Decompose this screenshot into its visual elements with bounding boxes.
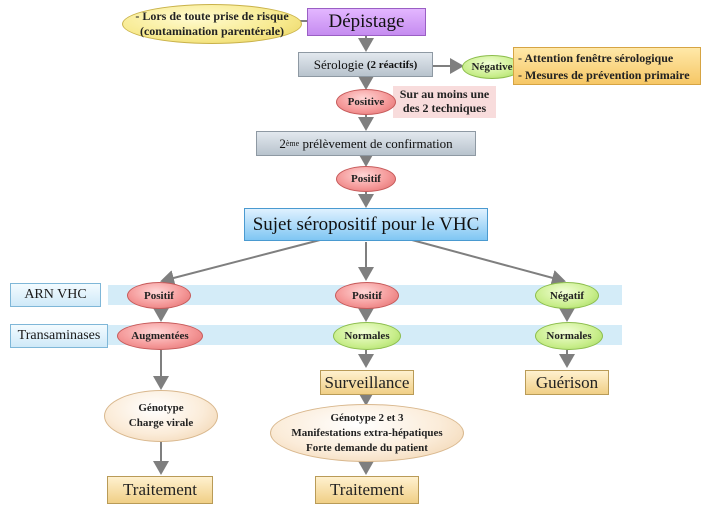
arn-row-label: ARN VHC	[24, 287, 87, 302]
serology-box: Sérologie (2 réactifs)	[298, 52, 433, 77]
branch-center-detail-line2: Manifestations extra-hépatiques	[291, 426, 443, 439]
branch-left-detail-oval: Génotype Charge virale	[104, 390, 218, 442]
serology-label: Sérologie	[313, 56, 364, 72]
negative-note-line2: - Mesures de prévention primaire	[518, 68, 690, 82]
risk-note-line1: - Lors de toute prise de risque	[135, 9, 289, 23]
screening-box: Dépistage	[307, 8, 426, 36]
risk-note-line2: (contamination parentérale)	[139, 24, 285, 38]
branch-center-transaminases-label: Normales	[344, 330, 390, 342]
seropositive-title: Sujet séropositif pour le VHC	[252, 213, 480, 235]
serology-positive-oval: Positive	[336, 89, 396, 115]
guerison-box: Guérison	[525, 370, 609, 395]
branch-left-detail-line2: Charge virale	[128, 417, 194, 429]
branch-left-detail-line1: Génotype	[138, 402, 184, 414]
surveillance-label: Surveillance	[324, 372, 410, 392]
screening-title: Dépistage	[328, 11, 405, 32]
serology-positive-label: Positive	[347, 96, 385, 108]
confirmation-label: prélèvement de confirmation	[302, 135, 453, 151]
arn-row-label-box: ARN VHC	[10, 283, 101, 307]
transaminases-row-label-box: Transaminases	[10, 324, 108, 348]
branch-center-detail-line3: Forte demande du patient	[306, 441, 428, 454]
risk-note-oval: - Lors de toute prise de risque (contami…	[122, 4, 302, 44]
branch-center-detail-oval: Génotype 2 et 3 Manifestations extra-hép…	[270, 404, 464, 462]
seropositive-box: Sujet séropositif pour le VHC	[244, 208, 488, 241]
positive-note-line1: Sur au moins une	[399, 87, 490, 101]
confirmation-positive-oval: Positif	[336, 166, 396, 192]
confirmation-number: 2	[279, 135, 286, 151]
branch-center-arn-oval: Positif	[335, 282, 399, 309]
branch-right-transaminases-label: Normales	[546, 330, 592, 342]
branch-left-treatment-label: Traitement	[123, 480, 197, 499]
branch-right-transaminases-oval: Normales	[535, 322, 603, 350]
branch-left-transaminases-oval: Augmentées	[117, 322, 203, 350]
negative-note-line1: - Attention fenêtre sérologique	[518, 51, 674, 65]
surveillance-box: Surveillance	[320, 370, 414, 395]
serology-negative-label: Négative	[471, 61, 513, 73]
branch-right-arn-oval: Négatif	[535, 282, 599, 309]
branch-center-treatment-label: Traitement	[330, 480, 404, 499]
branch-center-transaminases-oval: Normales	[333, 322, 401, 350]
serology-detail: (2 réactifs)	[366, 58, 418, 71]
branch-center-arn-label: Positif	[352, 289, 382, 302]
confirmation-superscript: ème	[285, 139, 300, 148]
branch-left-treatment-box: Traitement	[107, 476, 213, 504]
branch-left-transaminases-label: Augmentées	[131, 330, 189, 342]
transaminases-row-label: Transaminases	[17, 328, 101, 343]
confirmation-positive-label: Positif	[351, 173, 381, 185]
arrow-seropositive-to-right	[411, 239, 566, 286]
negative-note-box: - Attention fenêtre sérologique - Mesure…	[513, 47, 701, 85]
guerison-label: Guérison	[535, 372, 599, 392]
branch-left-arn-oval: Positif	[127, 282, 191, 309]
arrow-seropositive-to-left	[160, 239, 321, 286]
branch-center-detail-line1: Génotype 2 et 3	[330, 411, 404, 424]
positive-note-box: Sur au moins une des 2 techniques	[393, 86, 496, 118]
positive-note-line2: des 2 techniques	[402, 101, 487, 115]
serology-negative-oval: Négative	[462, 55, 522, 79]
branch-center-treatment-box: Traitement	[315, 476, 419, 504]
branch-right-arn-label: Négatif	[549, 289, 585, 302]
branch-left-arn-label: Positif	[144, 289, 174, 302]
